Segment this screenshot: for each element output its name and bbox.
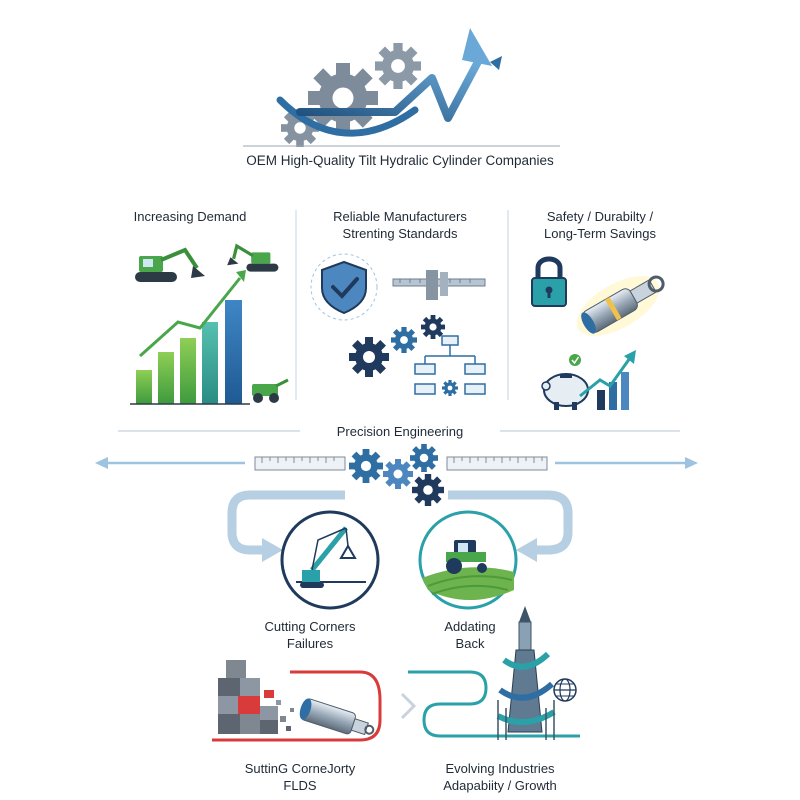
gear-icon bbox=[383, 459, 413, 489]
crumbling-blocks-icon bbox=[218, 660, 294, 734]
caliper-icon bbox=[392, 270, 486, 300]
section-title-text: Precision Engineering bbox=[336, 424, 464, 439]
curved-arrow bbox=[227, 490, 345, 555]
caption-line: FLDS bbox=[283, 778, 317, 793]
column-title-line: Safety / Durabilty / bbox=[546, 209, 654, 224]
column-title-line: Increasing Demand bbox=[133, 209, 247, 224]
flowchart-icon bbox=[414, 335, 486, 396]
growth-chart-icon bbox=[579, 350, 636, 410]
loader-icon bbox=[252, 378, 289, 403]
gear-icon bbox=[349, 449, 383, 483]
gear-icon bbox=[410, 444, 438, 472]
arrow-right-icon bbox=[685, 457, 698, 469]
gear-icon bbox=[349, 337, 389, 377]
gear-icon bbox=[391, 327, 417, 353]
trend-arrow-icon bbox=[138, 277, 242, 358]
gear-icon bbox=[308, 63, 378, 133]
page-title-text: OEM High-Quality Tilt Hydralic Cylinder … bbox=[246, 153, 554, 168]
caption-line: Back bbox=[455, 636, 485, 651]
cylinder-icon bbox=[576, 275, 665, 336]
arrow-head-icon bbox=[516, 538, 537, 562]
gear-icon bbox=[442, 380, 458, 396]
crane-icon bbox=[280, 510, 380, 610]
growth-arrow-icon bbox=[296, 54, 484, 122]
section-title-precision: Precision Engineering bbox=[300, 423, 500, 440]
column-title-line: Long-Term Savings bbox=[544, 226, 656, 241]
trend-arrow-head-icon bbox=[236, 270, 246, 282]
caption-bottom-left: SuttinG CorneJorty FLDS bbox=[200, 760, 400, 794]
caption-line: SuttinG CorneJorty bbox=[244, 761, 356, 776]
column-title-demand: Increasing Demand bbox=[90, 208, 290, 225]
caption-line: Adapabiity / Growth bbox=[443, 778, 557, 793]
arrow-left-icon bbox=[95, 457, 108, 469]
caption-cutting-corners: Cutting Corners Failures bbox=[230, 618, 390, 652]
shield-check-icon bbox=[310, 253, 378, 321]
excavator-icon bbox=[227, 243, 279, 272]
piggy-bank-icon bbox=[541, 354, 589, 410]
arrow-head-icon bbox=[490, 56, 502, 70]
column-title-line: Strenting Standards bbox=[342, 226, 458, 241]
ruler-icon bbox=[254, 456, 346, 471]
gear-icon bbox=[375, 43, 421, 89]
column-title-safety: Safety / Durabilty / Long-Term Savings bbox=[500, 208, 700, 242]
caption-line: Failures bbox=[286, 636, 334, 651]
ruler-icon bbox=[446, 456, 548, 471]
bar-chart-icon bbox=[130, 300, 250, 405]
red-line bbox=[212, 670, 382, 742]
arrow-head-icon bbox=[462, 28, 492, 66]
arrow-head-icon bbox=[262, 538, 283, 562]
chevron-right-icon bbox=[400, 692, 417, 720]
padlock-icon bbox=[531, 256, 567, 307]
gear-cluster-icon bbox=[349, 444, 444, 506]
teal-line bbox=[408, 670, 580, 738]
tower-icon bbox=[496, 606, 556, 740]
caption-line: Cutting Corners bbox=[264, 619, 356, 634]
column-title-line: Reliable Manufacturers bbox=[333, 209, 467, 224]
tractor-icon bbox=[418, 510, 518, 610]
header-logo bbox=[243, 28, 560, 147]
column-title-manufacturers: Reliable Manufacturers Strenting Standar… bbox=[300, 208, 500, 242]
caption-line: Addating bbox=[444, 619, 496, 634]
page-title: OEM High-Quality Tilt Hydralic Cylinder … bbox=[200, 152, 600, 169]
caption-addating: Addating Back bbox=[390, 618, 550, 652]
globe-icon bbox=[553, 678, 577, 702]
caption-evolving-industries: Evolving Industries Adapabiity / Growth bbox=[400, 760, 600, 794]
gear-icon bbox=[412, 474, 444, 506]
curved-arrow bbox=[448, 490, 573, 555]
caption-line: Evolving Industries bbox=[445, 761, 555, 776]
broken-cylinder-icon bbox=[299, 698, 375, 736]
excavator-icon bbox=[135, 247, 205, 282]
